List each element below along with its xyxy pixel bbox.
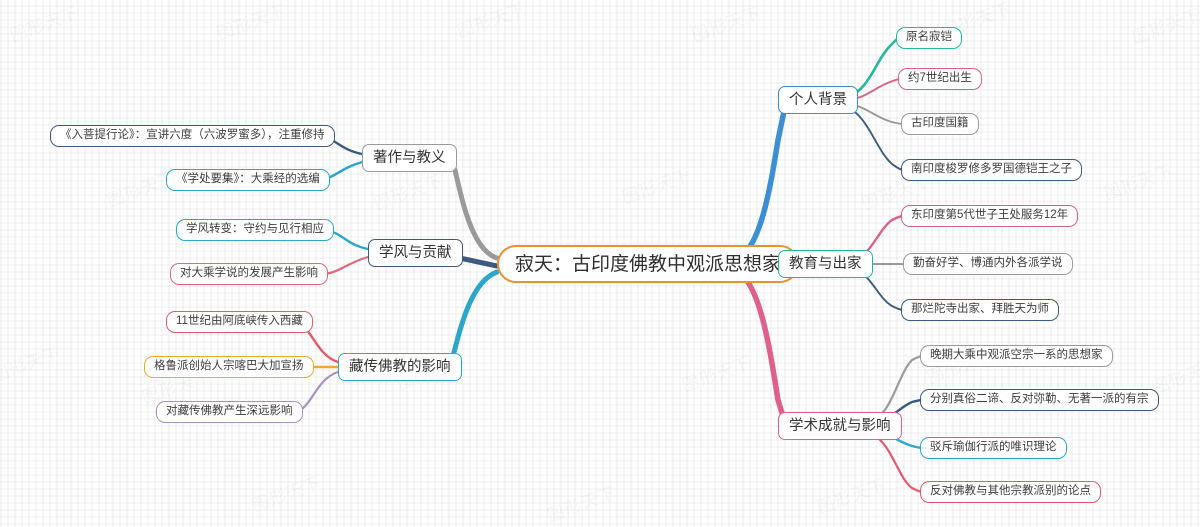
watermark: 图形天下 (678, 348, 754, 396)
watermark: 图形天下 (618, 160, 694, 208)
leaf-label: 古印度国籍 (911, 117, 969, 130)
leaf-node[interactable]: 勤奋好学、博通内外各派学说 (903, 253, 1073, 275)
leaf-label: 《学处要集》：大乘经的选编 (176, 173, 320, 186)
leaf-node[interactable]: 晚期大乘中观派空宗一系的思想家 (920, 345, 1113, 367)
leaf-label: 那烂陀寺出家、拜胜天为师 (911, 303, 1049, 316)
leaf-label: 晚期大乘中观派空宗一系的思想家 (930, 349, 1103, 362)
watermark: 图形天下 (543, 478, 619, 526)
leaf-node[interactable]: 那烂陀寺出家、拜胜天为师 (901, 299, 1059, 321)
leaf-label: 11世纪由阿底峡传入西藏 (176, 315, 303, 328)
leaf-label: 对大乘学说的发展产生影响 (180, 267, 318, 280)
leaf-label: 约7世纪出生 (908, 72, 972, 85)
leaf-label: 《入菩提行论》：宣讲六度（六波罗蜜多），注重修持 (60, 129, 325, 142)
leaf-node[interactable]: 南印度梭罗修多罗国德铠王之子 (901, 159, 1082, 181)
branch-node-academic-achievements[interactable]: 学术成就与影响 (778, 412, 902, 440)
watermark: 图形天下 (213, 0, 289, 45)
leaf-label: 原名寂铠 (906, 31, 952, 44)
branch-label: 学术成就与影响 (789, 417, 891, 434)
leaf-label: 对藏传佛教产生深远影响 (166, 405, 293, 418)
root-node-label: 寂天：古印度佛教中观派思想家 (515, 253, 782, 275)
branch-node-works-doctrine[interactable]: 著作与教义 (362, 144, 457, 172)
leaf-node[interactable]: 驳斥瑜伽行派的唯识理论 (920, 437, 1067, 459)
leaf-label: 分别真俗二谛、反对弥勒、无著一派的有宗 (930, 393, 1149, 406)
branch-node-tibetan-buddhism-influence[interactable]: 藏传佛教的影响 (338, 353, 462, 381)
leaf-node[interactable]: 《学处要集》：大乘经的选编 (166, 169, 330, 191)
branch-label: 学风与贡献 (379, 244, 452, 261)
leaf-label: 勤奋好学、博通内外各派学说 (913, 257, 1063, 270)
leaf-node[interactable]: 《入菩提行论》：宣讲六度（六波罗蜜多），注重修持 (50, 125, 335, 147)
leaf-node[interactable]: 古印度国籍 (901, 113, 979, 135)
leaf-label: 南印度梭罗修多罗国德铠王之子 (911, 163, 1072, 176)
leaf-node[interactable]: 分别真俗二谛、反对弥勒、无著一派的有宗 (920, 389, 1159, 411)
leaf-label: 反对佛教与其他宗教派别的论点 (930, 485, 1091, 498)
root-node[interactable]: 寂天：古印度佛教中观派思想家 (497, 245, 800, 283)
leaf-node[interactable]: 约7世纪出生 (898, 68, 982, 90)
leaf-node[interactable]: 反对佛教与其他宗教派别的论点 (920, 481, 1101, 503)
watermark: 图形天下 (248, 468, 324, 516)
watermark: 图形天下 (1100, 156, 1176, 204)
watermark: 图形天下 (1128, 0, 1200, 48)
branch-label: 教育与出家 (789, 255, 862, 272)
branch-label: 藏传佛教的影响 (349, 358, 451, 375)
watermark: 图形天下 (0, 338, 64, 386)
leaf-node[interactable]: 对藏传佛教产生深远影响 (156, 401, 303, 423)
branch-node-personal-background[interactable]: 个人背景 (778, 86, 858, 114)
branch-label: 个人背景 (789, 91, 847, 108)
leaf-node[interactable]: 原名寂铠 (896, 27, 962, 49)
leaf-node[interactable]: 学风转变：守约与见行相应 (176, 219, 334, 241)
watermark: 图形天下 (453, 0, 529, 43)
branch-node-style-contribution[interactable]: 学风与贡献 (368, 239, 463, 267)
watermark: 图形天下 (370, 166, 446, 214)
watermark: 图形天下 (813, 470, 889, 518)
leaf-label: 驳斥瑜伽行派的唯识理论 (930, 441, 1057, 454)
leaf-label: 格鲁派创始人宗喀巴大加宣扬 (154, 360, 304, 373)
leaf-node[interactable]: 格鲁派创始人宗喀巴大加宣扬 (144, 356, 314, 378)
branch-node-education-monkhood[interactable]: 教育与出家 (778, 250, 873, 278)
leaf-label: 东印度第5代世子王处服务12年 (911, 209, 1069, 222)
watermark: 图形天下 (688, 0, 764, 47)
leaf-node[interactable]: 东印度第5代世子王处服务12年 (901, 205, 1079, 227)
leaf-node[interactable]: 11世纪由阿底峡传入西藏 (166, 311, 313, 333)
watermark: 图形天下 (6, 0, 82, 47)
leaf-label: 学风转变：守约与见行相应 (186, 223, 324, 236)
branch-label: 著作与教义 (373, 149, 446, 166)
leaf-node[interactable]: 对大乘学说的发展产生影响 (170, 263, 328, 285)
